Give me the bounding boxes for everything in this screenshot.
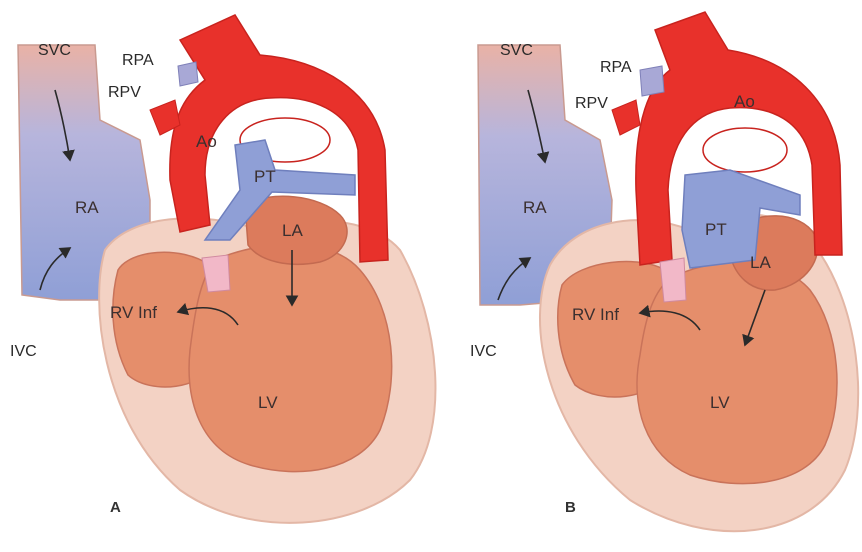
label-svc: SVC [500, 42, 533, 59]
label-ao: Ao [196, 132, 217, 151]
label-la: LA [282, 221, 303, 240]
label-pt: PT [254, 167, 276, 186]
label-rpa: RPA [600, 59, 632, 76]
label-ao: Ao [734, 92, 755, 111]
label-svc: SVC [38, 42, 71, 59]
label-la: LA [750, 253, 771, 272]
label-rv-inf: RV Inf [572, 305, 619, 324]
label-ivc: IVC [10, 343, 37, 360]
label-rv-inf: RV Inf [110, 303, 157, 322]
label-lv: LV [258, 393, 278, 412]
label-ra: RA [523, 198, 547, 217]
label-ivc: IVC [470, 343, 497, 360]
label-rpv: RPV [575, 95, 608, 112]
aortic-valve-shape [660, 258, 686, 302]
label-pt: PT [705, 220, 727, 239]
rpv-shape [612, 100, 640, 135]
rpa-shape [640, 66, 664, 96]
label-rpa: RPA [122, 52, 154, 69]
panel-letter-a: A [110, 499, 121, 516]
label-ra: RA [75, 198, 99, 217]
panel-letter-b: B [565, 499, 576, 516]
panel-b: SVC RPA RPV Ao PT RA LA RV Inf LV IVC B [470, 12, 858, 531]
rpa-shape [178, 62, 198, 86]
label-rpv: RPV [108, 84, 141, 101]
panel-a: SVC RPA RPV Ao PT RA LA RV Inf LV IVC A [10, 15, 435, 523]
label-lv: LV [710, 393, 730, 412]
